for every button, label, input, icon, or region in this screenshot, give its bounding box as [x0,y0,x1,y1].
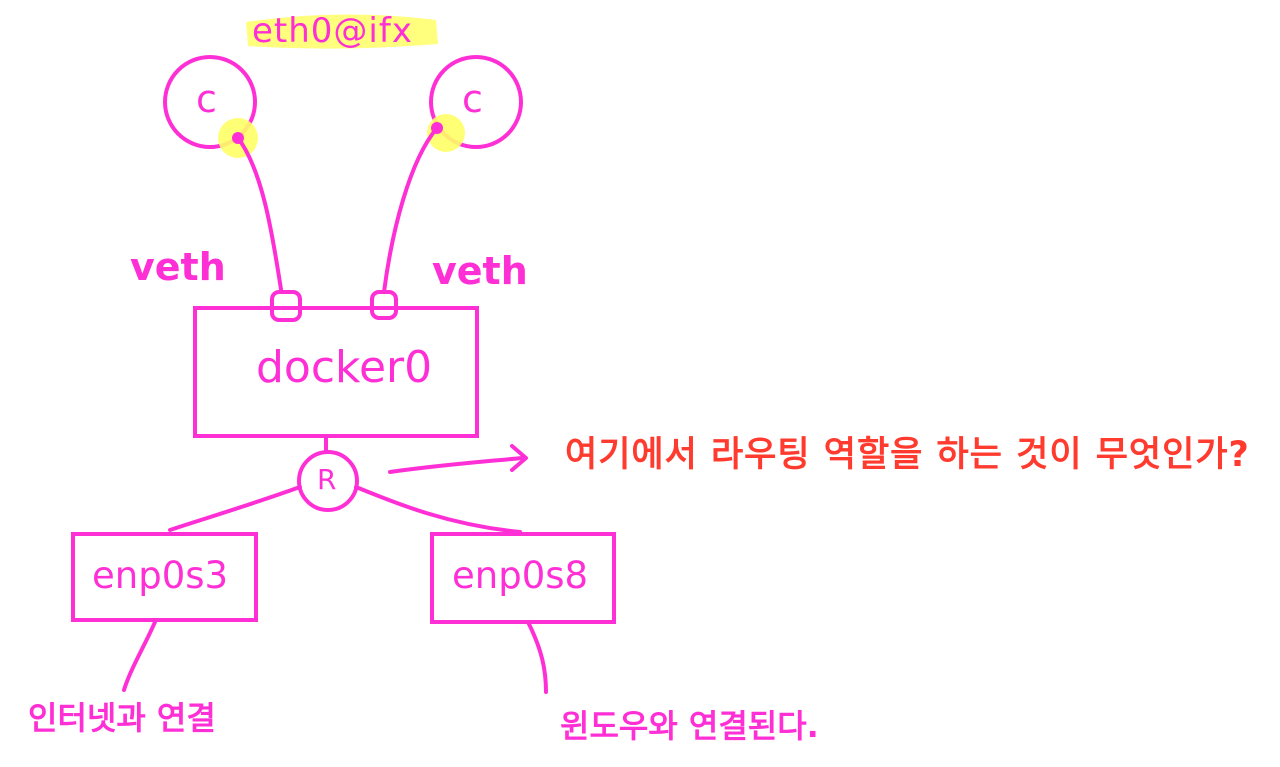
veth-cable-right [382,126,439,294]
interface-highlight [246,14,438,49]
router-circle [297,450,359,512]
container-right-circle [429,55,523,149]
routing-question: 여기에서 라우팅 역할을 하는 것이 무엇인가? [565,435,1250,475]
bridge-label: docker0 [256,342,433,393]
container-label-right: c [462,77,483,121]
nic-box-right [430,532,616,624]
container-left-circle [163,55,257,149]
bridge-box [193,306,479,438]
veth-label-right: veth [432,249,528,293]
question-arrow-head [510,444,528,472]
nic-label-right: enp0s8 [452,554,589,597]
veth-cable-left [236,136,284,298]
container-label-left: c [196,77,217,121]
router-label: R [317,463,337,496]
veth-port-right [370,290,398,320]
veth-label-left: veth [130,245,226,289]
interface-label: eth0@ifx [252,11,413,51]
nic-note-left: 인터넷과 연결 [28,699,216,737]
nic-box-left [71,532,258,622]
router-link-left [168,485,302,532]
nic-note-line-left [122,620,157,692]
nic-label-left: enp0s3 [92,554,229,597]
router-link-right [354,485,522,534]
nic-note-line-right [526,620,548,694]
question-arrow [388,456,524,474]
nic-note-right: 윈도우와 연결된다. [560,707,819,745]
